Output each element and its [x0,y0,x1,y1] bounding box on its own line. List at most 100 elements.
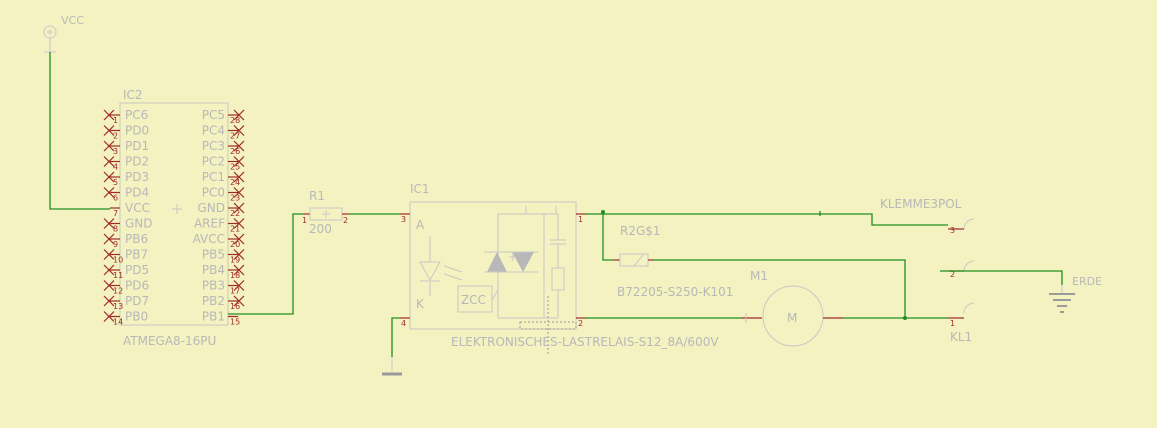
pin-name: VCC [125,201,150,215]
no-connect-icon [233,156,245,167]
pin-number: 7 [113,209,118,218]
pin-number: 9 [113,240,118,249]
pin-name: GND [125,217,153,231]
pin-number: 27 [230,132,240,141]
terminal-pin-3: 3 [950,226,955,235]
pin-number: 1 [113,116,118,125]
no-connect-icon [103,295,115,307]
relay-k-ground-wire [391,317,400,357]
pin-name: PB2 [202,294,225,308]
pb1-to-r1-wire [228,213,303,315]
relay-out1-to-kl1-pin3-wire [586,213,948,226]
relay-label-k: K [416,297,425,311]
erde-label: ERDE [1072,275,1102,288]
no-connect-icon [103,125,115,136]
relay-ic1: IC1 3 4 1 2 A K ZCC [400,182,719,356]
pin-name: GND [197,201,225,215]
mcu-pin-pb3-right: 17 PB3 [202,279,245,296]
pin-name: PC0 [202,186,225,200]
pin-number: 20 [230,240,240,249]
no-connect-icon [233,171,245,183]
no-connect-icon [233,125,245,136]
pin-number: 12 [113,287,123,296]
mcu-pin-pc6-left: 1 PC6 [103,108,148,125]
mcu-right-pins: 28PC527PC426PC325PC224PC123PC022GND21ARE… [193,108,245,327]
pin-name: PB4 [202,263,225,277]
pin-number: 6 [113,194,118,203]
r1-pin2: 2 [343,216,348,225]
mcu-pin-pb2-right: 16 PB2 [202,294,245,311]
pin-number: 21 [230,225,240,234]
mcu-part: ATMEGA8-16PU [123,334,216,348]
pin-number: 19 [230,256,240,265]
mcu-pin-gnd-left: 8 GND [103,217,153,234]
no-connect-icon [233,202,245,214]
pin-name: PC5 [202,108,225,122]
mcu-pin-pd4-left: 6 PD4 [103,186,149,203]
led-icon [419,261,441,282]
no-connect-icon [103,156,115,167]
pin-name: PD2 [125,155,149,169]
relay-pin-out1: 1 [578,215,583,224]
relay-label-a: A [416,218,425,232]
resistor-r1: R1 1 2 200 [302,189,350,236]
pin-name: PB3 [202,279,225,293]
varistor-part: B72205-S250-K101 [617,285,733,299]
motor-m1: M1 M [742,269,843,347]
no-connect-icon [103,140,115,152]
pin-number: 28 [230,116,240,125]
varistor-r2g1: R2G$1 B72205-S250-K101 [614,224,733,299]
no-connect-icon [233,249,245,260]
pin-name: PD6 [125,279,149,293]
pin-name: AVCC [193,232,225,246]
pin-number: 17 [230,287,240,296]
pin-name: PB0 [125,310,148,324]
zcc-label: ZCC [461,293,486,307]
vcc-supply-symbol: VCC [43,14,84,53]
pin-name: PD4 [125,186,149,200]
pin-number: 16 [230,302,240,311]
motor-symbol: M [787,311,797,325]
mcu-body [119,102,229,326]
pin-number: 5 [113,178,118,187]
pin-name: PD5 [125,263,149,277]
pin-name: PC3 [202,139,225,153]
pin-name: PD1 [125,139,149,153]
pin-number: 8 [113,225,118,234]
mcu-pin-avcc-right: 20 AVCC [193,232,245,249]
mcu-pin-pb6-left: 9 PB6 [103,232,148,249]
no-connect-icon [103,249,115,260]
pin-name: PB1 [202,310,225,324]
terminal-ref: KL1 [950,330,972,344]
vcc-wire [49,52,110,210]
no-connect-icon [103,109,115,121]
mcu-pin-vcc-left: 7 VCC [110,201,150,218]
terminal-pin-2: 2 [950,270,955,279]
varistor-input-wire [602,212,614,261]
mcu-pin-pc5-right: 28 PC5 [202,108,245,125]
pin-number: 23 [230,194,240,203]
zcc-box [457,285,493,313]
pin-name: PB7 [125,248,148,262]
terminal-name: KLEMME3POL [880,197,962,211]
relay-pin-out2: 2 [578,319,583,328]
pin-name: PB6 [125,232,148,246]
varistor-output-wire [654,259,906,318]
pin-number: 2 [113,132,118,141]
pin-name: PC6 [125,108,148,122]
